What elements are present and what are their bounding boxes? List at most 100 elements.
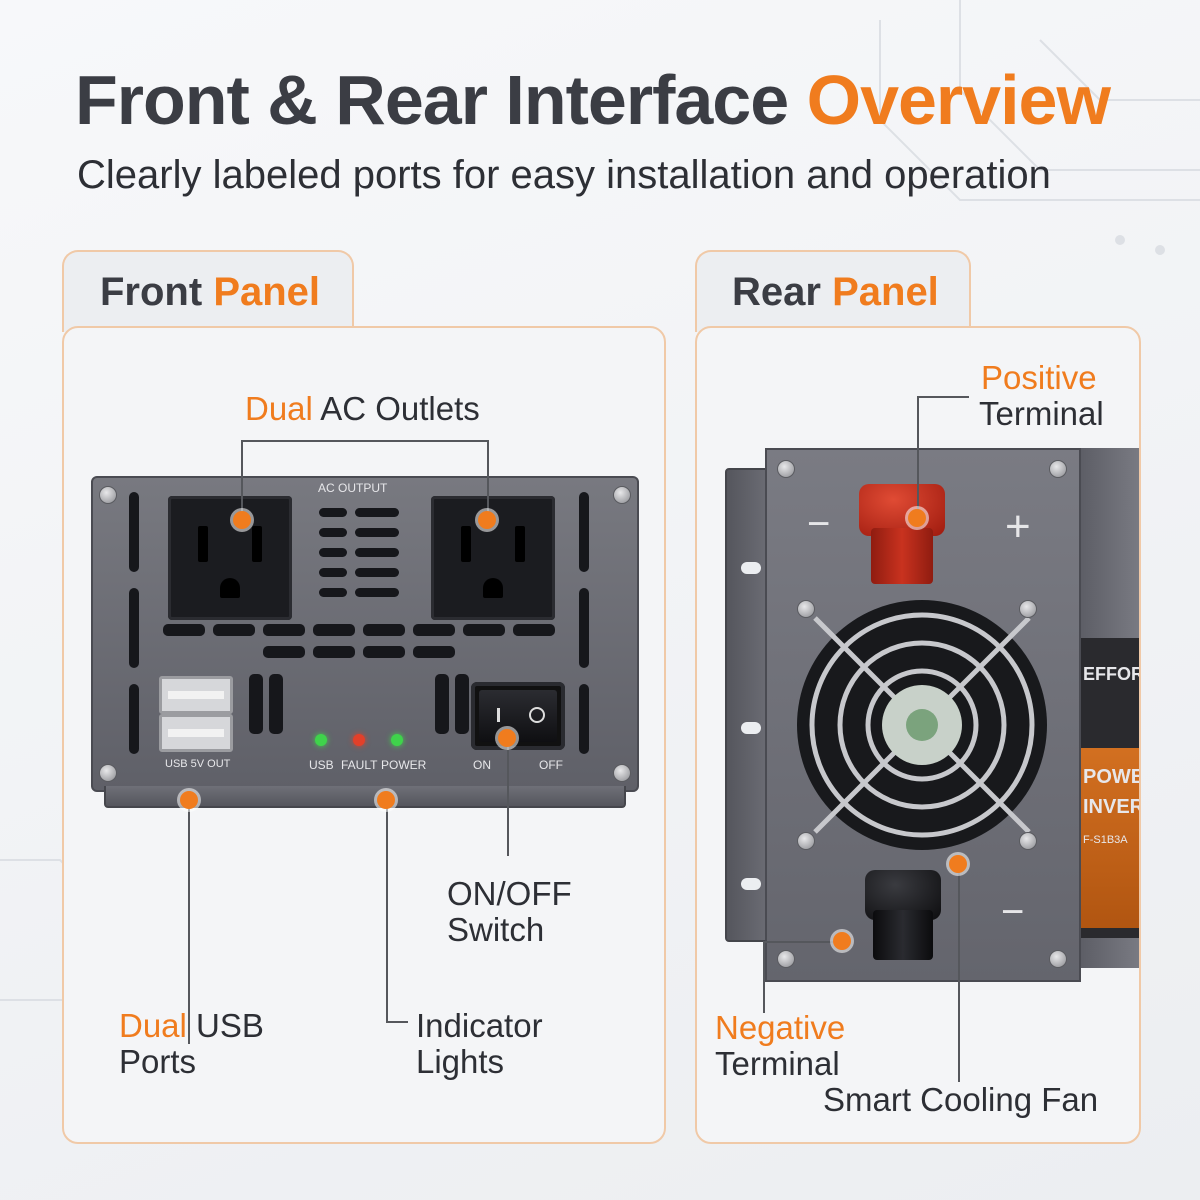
vent-slot — [313, 646, 355, 658]
callout-line — [487, 440, 489, 518]
screw-icon — [1019, 832, 1037, 850]
ac-outlets-label: Dual AC Outlets — [245, 391, 480, 427]
ac-output-label: AC OUTPUT — [318, 481, 388, 495]
usb-out-label: USB 5V OUT — [165, 758, 231, 770]
vent-slot — [435, 674, 449, 734]
led-power-label: POWER — [381, 758, 427, 772]
callout-line — [188, 806, 190, 1044]
rear-panel-card: EFFORT POWER INVERT F-S1B3A − + − — [695, 326, 1141, 1144]
ac-outlets-main: AC Outlets — [320, 390, 480, 427]
front-device-faceplate: AC OUTPUT USB 5V OUT USB FAULT POWER ON … — [91, 476, 639, 792]
positive-marker-icon — [908, 509, 926, 527]
fault-led — [353, 734, 365, 746]
vent-slot — [319, 508, 347, 517]
callout-line — [958, 870, 960, 1082]
positive-terminal-label: Positive Terminal — [979, 360, 1104, 432]
vent-slot — [413, 646, 455, 658]
vent-slot — [263, 646, 305, 658]
outlet-slot — [461, 526, 471, 562]
outlet-slot — [252, 526, 262, 562]
minus-sign-bottom: − — [1001, 890, 1025, 934]
screw-icon — [777, 950, 795, 968]
screw-icon — [613, 764, 631, 782]
usb-ports-accent: Dual — [119, 1007, 187, 1044]
product-line2-text: INVERT — [1083, 796, 1139, 818]
vent-slot — [579, 588, 589, 668]
outlet-ground — [220, 578, 240, 598]
screw-icon — [613, 486, 631, 504]
vent-slot — [263, 624, 305, 636]
rear-tab-accent: Panel — [832, 270, 939, 314]
minus-sign-top: − — [807, 502, 831, 546]
usb-ports-main: USB — [196, 1007, 264, 1044]
front-panel-card: AC OUTPUT USB 5V OUT USB FAULT POWER ON … — [62, 326, 666, 1144]
vent-slot — [363, 624, 405, 636]
vent-slot — [355, 588, 399, 597]
screw-icon — [1049, 460, 1067, 478]
negative-main: Terminal — [715, 1045, 840, 1082]
vent-slot — [455, 674, 469, 734]
ac-outlets-accent: Dual — [245, 390, 313, 427]
front-panel-tab-label: Front Panel — [100, 270, 320, 315]
negative-marker-icon — [833, 932, 851, 950]
vent-slot — [363, 646, 405, 658]
vent-slot — [129, 492, 139, 572]
outlet-slot — [198, 526, 208, 562]
positive-terminal[interactable] — [859, 484, 945, 584]
vent-slot — [513, 624, 555, 636]
screw-icon — [777, 460, 795, 478]
led-usb-label: USB — [309, 758, 334, 772]
usb-led — [315, 734, 327, 746]
screw-icon — [1019, 600, 1037, 618]
switch-off-mark — [529, 707, 545, 723]
vent-slot — [355, 528, 399, 537]
negative-terminal[interactable] — [855, 870, 951, 960]
callout-line — [917, 396, 919, 516]
vent-slot — [313, 624, 355, 636]
vent-slot — [355, 568, 399, 577]
callout-line — [386, 1021, 408, 1023]
callout-line — [917, 396, 969, 398]
outlet-ground — [483, 578, 503, 598]
indicator-line1: Indicator — [416, 1007, 543, 1044]
callout-line — [241, 440, 243, 518]
power-led — [391, 734, 403, 746]
vent-slot — [213, 624, 255, 636]
vent-slot — [129, 684, 139, 754]
rear-tab-main: Rear — [732, 270, 821, 314]
switch-label-line1: ON/OFF — [447, 875, 572, 912]
callout-line — [763, 941, 843, 943]
screw-icon — [1049, 950, 1067, 968]
screw-icon — [797, 600, 815, 618]
switch-on-label: ON — [473, 758, 491, 772]
screw-icon — [99, 486, 117, 504]
plus-sign: + — [1005, 502, 1031, 551]
rear-device-faceplate: − + − — [765, 448, 1081, 982]
page-subtitle: Clearly labeled ports for easy installat… — [77, 153, 1051, 197]
power-switch[interactable] — [471, 682, 565, 750]
page-title-accent: Overview — [806, 61, 1111, 139]
positive-accent: Positive — [981, 359, 1097, 396]
indicator-line2: Lights — [416, 1043, 505, 1080]
brand-text: EFFORT — [1083, 664, 1139, 684]
vent-slot — [249, 674, 263, 734]
negative-accent: Negative — [715, 1009, 846, 1046]
vent-slot — [319, 568, 347, 577]
outlet-slot — [515, 526, 525, 562]
vent-slot — [579, 492, 589, 572]
usb-marker-icon — [180, 791, 198, 809]
vent-slot — [129, 588, 139, 668]
negative-terminal-label: Negative Terminal — [715, 1010, 845, 1082]
fan-grill-icon — [809, 612, 1035, 838]
model-text: F-S1B3A — [1083, 834, 1128, 846]
led-fault-label: FAULT — [341, 758, 378, 772]
switch-label: ON/OFF Switch — [447, 876, 572, 948]
indicator-lights-label: Indicator Lights — [416, 1008, 543, 1080]
vent-slot — [163, 624, 205, 636]
front-panel-tab — [62, 250, 354, 332]
vent-slot — [355, 548, 399, 557]
rear-device-side: EFFORT POWER INVERT F-S1B3A — [1077, 448, 1139, 968]
vent-slot — [413, 624, 455, 636]
page-title-main: Front & Rear Interface — [75, 61, 789, 139]
ac-left-marker-icon — [233, 511, 251, 529]
